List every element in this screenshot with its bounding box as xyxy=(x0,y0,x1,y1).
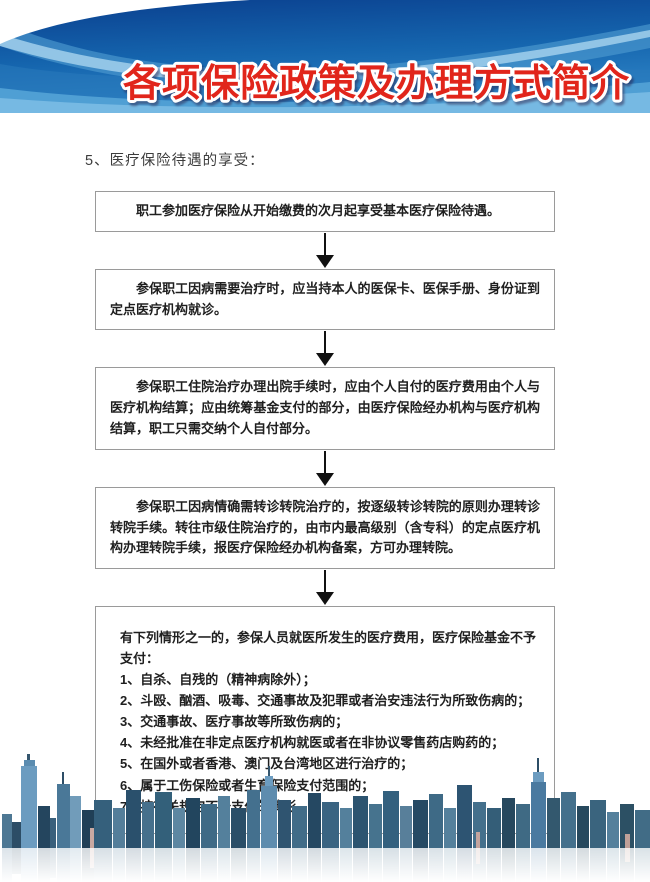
flow-step-4: 参保职工因病情确需转诊转院治疗的，按逐级转诊转院的原则办理转诊转院手续。转往市级… xyxy=(95,486,555,570)
reflection-fade xyxy=(0,848,650,882)
arrow-head xyxy=(316,353,334,367)
skyline-reflection xyxy=(2,848,650,882)
arrow-down-icon xyxy=(316,232,334,269)
banner-wave-highlight xyxy=(0,30,650,83)
flow-step-3: 参保职工住院治疗办理出院手续时，应由个人自付的医疗费用由个人与医疗机构结算；应由… xyxy=(95,367,555,450)
arrow-stem xyxy=(324,450,326,473)
flow-step-1-text: 职工参加医疗保险从开始缴费的次月起享受基本医疗保险待遇。 xyxy=(136,203,501,218)
arrow-head xyxy=(316,472,334,486)
banner-background: 各项保险政策及办理方式简介 xyxy=(0,0,650,113)
section-heading: 5、医疗保险待遇的享受： xyxy=(85,153,265,169)
arrow-stem xyxy=(324,331,326,354)
flow-step-1: 职工参加医疗保险从开始缴费的次月起享受基本医疗保险待遇。 xyxy=(95,191,555,232)
arrow-down-icon xyxy=(316,330,334,367)
exclusion-item: 7、按有关规定不予支付的情形。 xyxy=(120,798,310,814)
flow-step-2: 参保职工因病需要治疗时，应当持本人的医保卡、医保手册、身份证到定点医疗机构就诊。 xyxy=(95,268,555,331)
exclusion-item: 4、未经批准在非定点医疗机构就医或者在非协议零售药店购药的； xyxy=(120,735,505,751)
flow-step-4-text: 参保职工因病情确需转诊转院治疗的，按逐级转诊转院的原则办理转诊转院手续。转往市级… xyxy=(110,498,540,556)
arrow-down-icon xyxy=(316,450,334,487)
flow-step-5-exclusions: 有下列情形之一的，参保人员就医所发生的医疗费用，医疗保险基金不予支付： 1、自杀… xyxy=(95,606,555,834)
page-title: 各项保险政策及办理方式简介 xyxy=(123,62,630,105)
banner-bottom-band-light xyxy=(0,92,650,113)
exclusion-item: 1、自杀、自残的（精神病除外）； xyxy=(120,672,316,688)
flow-step-2-text: 参保职工因病需要治疗时，应当持本人的医保卡、医保手册、身份证到定点医疗机构就诊。 xyxy=(110,280,540,317)
exclusion-item: 5、在国外或者香港、澳门及台湾地区进行治疗的； xyxy=(120,756,414,772)
main-content: 5、医疗保险待遇的享受： 职工参加医疗保险从开始缴费的次月起享受基本医疗保险待遇… xyxy=(85,153,555,834)
header-banner: 各项保险政策及办理方式简介 xyxy=(0,0,650,113)
arrow-stem xyxy=(324,570,326,593)
exclusions-intro: 有下列情形之一的，参保人员就医所发生的医疗费用，医疗保险基金不予支付： xyxy=(120,630,537,667)
banner-corner-curve xyxy=(0,0,250,44)
arrow-head xyxy=(316,254,334,268)
flow-step-3-text: 参保职工住院治疗办理出院手续时，应由个人自付的医疗费用由个人与医疗机构结算；应由… xyxy=(110,379,540,436)
arrow-stem xyxy=(324,232,326,255)
arrow-down-icon xyxy=(316,569,334,606)
exclusion-item: 6、属于工伤保险或者生育保险支付范围的； xyxy=(120,777,375,793)
flowchart: 职工参加医疗保险从开始缴费的次月起享受基本医疗保险待遇。 参保职工因病需要治疗时… xyxy=(95,191,555,834)
arrow-head xyxy=(316,592,334,606)
exclusion-item: 3、交通事故、医疗事故等所致伤病的； xyxy=(120,714,349,730)
exclusion-item: 2、斗殴、酗酒、吸毒、交通事故及犯罪或者治安违法行为所致伤病的； xyxy=(120,693,531,709)
